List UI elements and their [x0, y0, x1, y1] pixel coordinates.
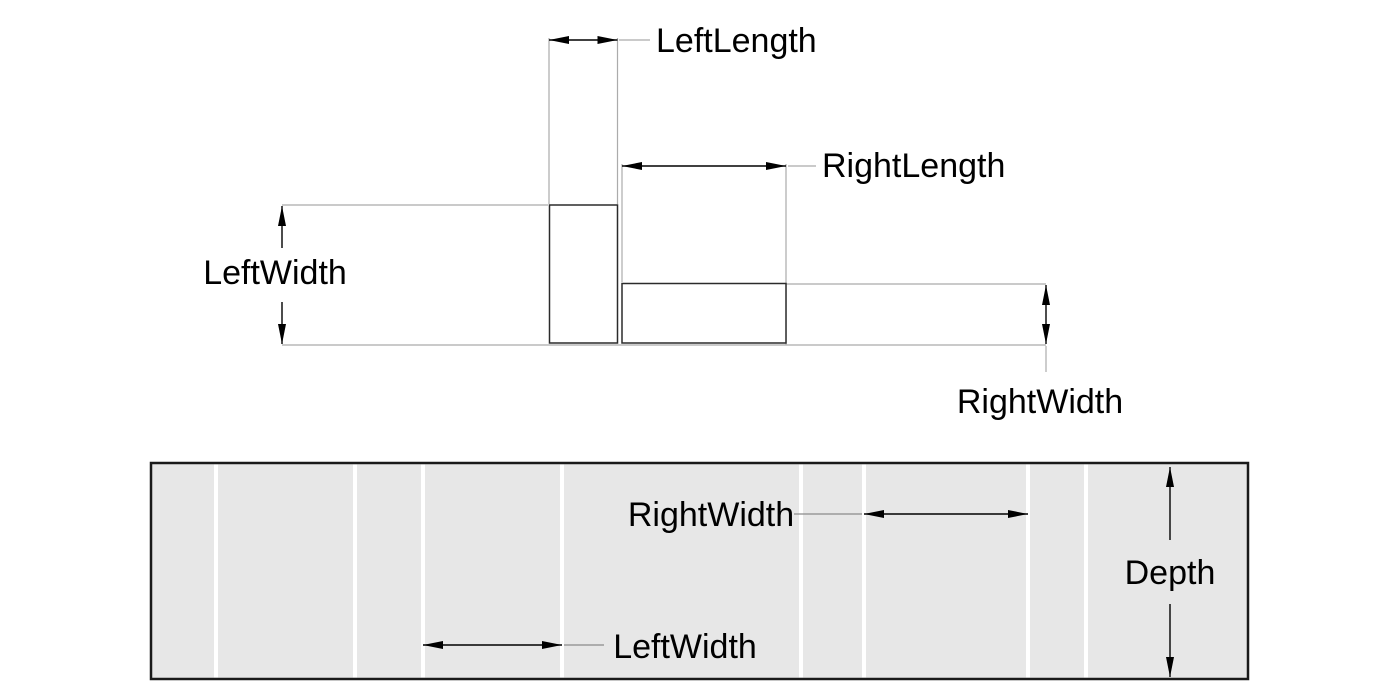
right-flange-rect	[621, 282, 787, 344]
left-flange-rect	[548, 204, 619, 344]
rightlength-label: RightLength	[822, 147, 1005, 185]
leftlength-label: LeftLength	[656, 22, 817, 60]
development-view: RightWidth LeftWidth Depth	[149, 461, 1250, 681]
depth-label: Depth	[1125, 554, 1216, 592]
leftwidth-dev-label: LeftWidth	[613, 628, 757, 666]
development-panel	[149, 461, 1250, 681]
rightwidth-label: RightWidth	[957, 383, 1123, 421]
rightwidth-dev-label: RightWidth	[628, 496, 794, 534]
profile-view: LeftLength RightLength LeftWidth RightWi…	[203, 22, 1123, 421]
leftwidth-label: LeftWidth	[203, 254, 347, 292]
